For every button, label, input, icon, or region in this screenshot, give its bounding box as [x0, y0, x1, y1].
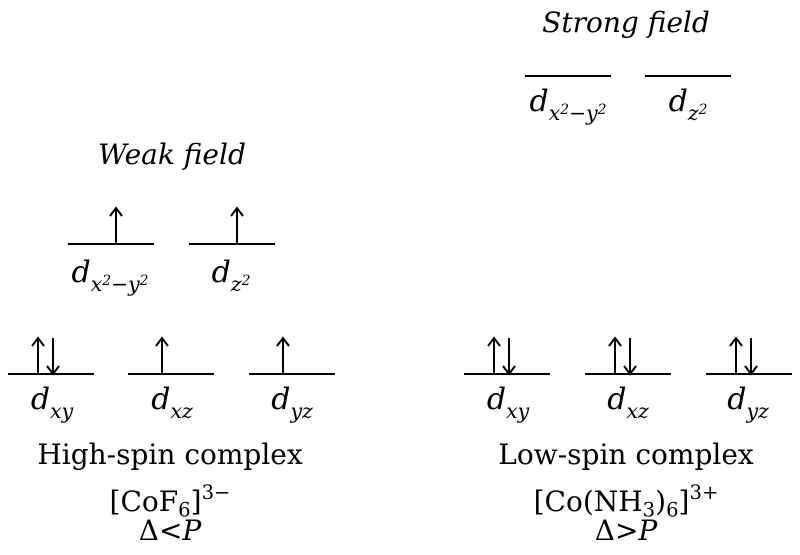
weak-eg-level-x2-y2 — [68, 243, 154, 245]
strong-t2g-yz-electron-up-arrow — [729, 336, 743, 374]
weak-orbital-label-xz: dxz — [151, 382, 193, 424]
weak-t2g-yz-electron-up-arrow — [276, 336, 290, 374]
strong-t2g-level-xz — [585, 373, 671, 375]
weak-complex-formula: [CoF6]3− — [109, 481, 231, 522]
weak-t2g-xy-electron-down-arrow — [46, 338, 60, 376]
strong-eg-level-z2 — [645, 75, 731, 77]
strong-orbital-label-xy: dxy — [486, 382, 530, 424]
weak-eg-level-z2 — [189, 243, 275, 245]
strong-t2g-yz-electron-down-arrow — [744, 338, 758, 376]
weak-orbital-label-z2: dz2 — [211, 255, 251, 297]
weak-t2g-level-xy — [8, 373, 94, 375]
strong-orbital-label-xz: dxz — [607, 382, 649, 424]
strong-t2g-xy-electron-up-arrow — [487, 336, 501, 374]
weak-spin-label: High-spin complex — [37, 438, 303, 471]
weak-field-title: Weak field — [98, 138, 246, 171]
strong-field-title: Strong field — [542, 6, 710, 39]
weak-eg-x2-y2-electron-up-arrow — [109, 206, 123, 244]
weak-orbital-label-xy: dxy — [30, 382, 74, 424]
weak-t2g-level-xz — [128, 373, 214, 375]
weak-delta-relation: Δ<P — [138, 514, 202, 547]
strong-t2g-level-yz — [706, 373, 792, 375]
weak-eg-z2-electron-up-arrow — [230, 206, 244, 244]
strong-t2g-xy-electron-down-arrow — [502, 338, 516, 376]
weak-orbital-label-yz: dyz — [271, 382, 313, 424]
weak-t2g-xz-electron-up-arrow — [155, 336, 169, 374]
strong-t2g-xz-electron-down-arrow — [623, 338, 637, 376]
strong-t2g-level-xy — [464, 373, 550, 375]
strong-complex-formula: [Co(NH3)6]3+ — [533, 481, 719, 522]
strong-spin-label: Low-spin complex — [498, 438, 754, 471]
strong-orbital-label-yz: dyz — [727, 382, 769, 424]
strong-eg-level-x2-y2 — [525, 75, 611, 77]
strong-delta-relation: Δ>P — [594, 514, 658, 547]
strong-orbital-label-z2: dz2 — [668, 84, 708, 126]
weak-t2g-xy-electron-up-arrow — [31, 336, 45, 374]
weak-t2g-level-yz — [249, 373, 335, 375]
weak-orbital-label-x2-y2: dx2−y2 — [71, 255, 149, 297]
strong-t2g-xz-electron-up-arrow — [608, 336, 622, 374]
strong-orbital-label-x2-y2: dx2−y2 — [529, 84, 607, 126]
